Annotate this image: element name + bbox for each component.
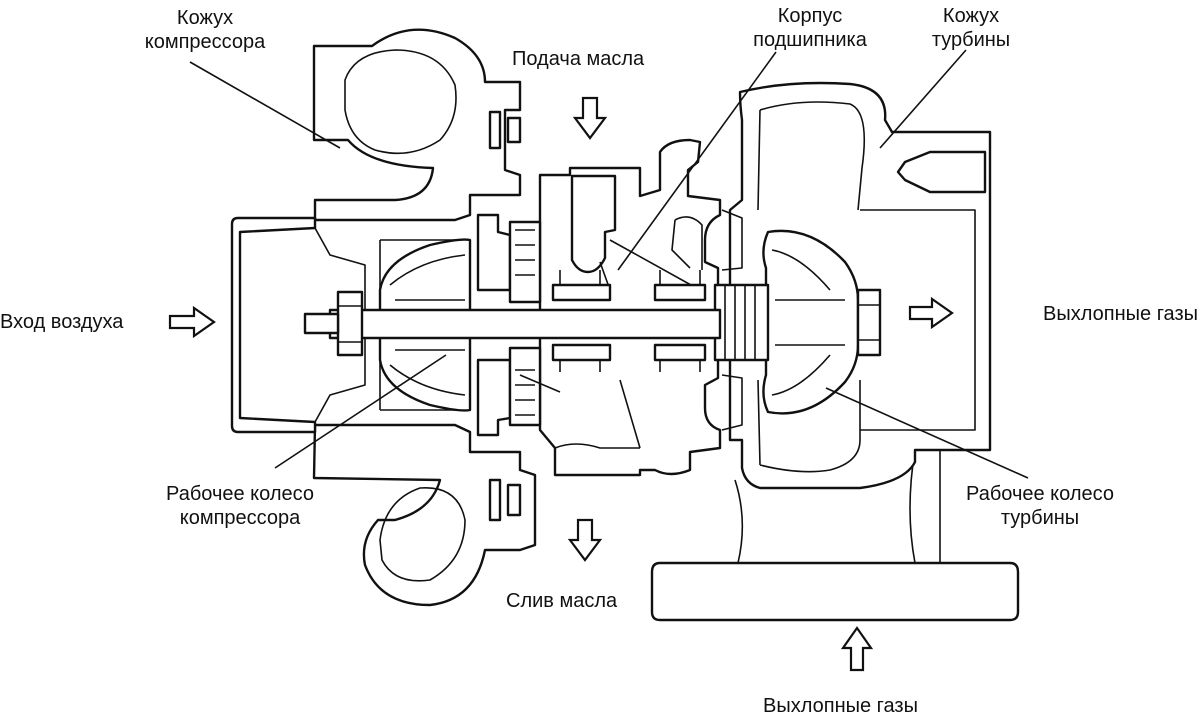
label-oil-drain: Слив масла — [506, 590, 618, 612]
leader-turbine-wheel — [825, 387, 1029, 479]
leader-compressor-housing — [189, 61, 341, 149]
shaft-tip — [303, 312, 340, 335]
label-compressor-housing-line1: Кожух — [176, 7, 234, 29]
leader-turbine-housing — [879, 49, 967, 149]
turbine-outlet-wall — [860, 209, 976, 431]
shaft — [328, 308, 722, 340]
leader-bearing-housing — [617, 51, 777, 271]
bearing-cavity — [671, 216, 703, 270]
turbine-nut — [856, 288, 882, 357]
label-compressor-wheel: Рабочее колесо компрессора — [130, 482, 350, 530]
journal-bearing-left — [551, 283, 612, 362]
thrust-collar — [508, 220, 542, 427]
label-compressor-wheel-line1: Рабочее колесо — [166, 483, 314, 505]
compressor-flange-bottom — [488, 478, 522, 522]
journal-bearing-right — [653, 283, 707, 362]
label-compressor-wheel-line2: компрессора — [179, 507, 301, 529]
compressor-wheel-blades — [389, 254, 466, 396]
exhaust-out-arrow — [908, 296, 954, 330]
compressor-volute-bottom — [379, 487, 466, 582]
label-oil-supply: Подача масла — [512, 48, 645, 70]
heat-shield — [721, 209, 743, 431]
turbine-volute — [757, 101, 866, 473]
label-compressor-housing: Кожух компрессора — [110, 6, 300, 54]
turbine-wheel-blades — [771, 249, 845, 396]
bearing-housing — [538, 138, 722, 477]
air-inlet-arrow — [168, 305, 216, 339]
bearing-brackets — [559, 270, 701, 372]
exhaust-inlet-flange — [650, 561, 1020, 622]
compressor-nut — [336, 290, 364, 357]
label-turbine-housing-line2: турбины — [931, 29, 1011, 51]
compressor-flange-top — [488, 110, 522, 150]
label-compressor-housing-line2: компрессора — [144, 31, 266, 53]
label-bearing-housing: Корпус подшипника — [720, 4, 900, 52]
compressor-housing-bottom — [312, 423, 537, 607]
label-exhaust-in: Выхлопные газы — [763, 695, 918, 717]
label-exhaust-out: Выхлопные газы — [1043, 303, 1198, 325]
compressor-inlet — [230, 216, 317, 434]
label-turbine-wheel-line1: Рабочее колесо — [966, 483, 1114, 505]
label-bearing-housing-line1: Корпус — [777, 5, 843, 27]
turbine-seal — [713, 283, 770, 362]
label-turbine-wheel-line2: турбины — [1000, 507, 1080, 529]
label-turbine-wheel: Рабочее колесо турбины — [935, 482, 1145, 530]
compressor-housing-top — [312, 28, 522, 222]
turbine-seal-rings — [724, 285, 756, 360]
label-turbine-housing: Кожух турбины — [906, 4, 1036, 52]
label-turbine-housing-line1: Кожух — [942, 5, 1000, 27]
exhaust-in-arrow — [840, 626, 874, 672]
outlet-boss — [896, 150, 987, 194]
compressor-nut-lines — [338, 305, 362, 343]
oil-drain-channel — [554, 379, 641, 449]
label-bearing-housing-line2: подшипника — [753, 29, 867, 51]
oil-supply-arrow — [572, 96, 608, 140]
turbine-wheel — [762, 229, 860, 415]
compressor-volute-top — [344, 49, 457, 155]
label-air-inlet: Вход воздуха — [0, 311, 124, 333]
thrust-bearing-lines — [515, 229, 561, 416]
oil-inlet-fitting — [570, 174, 617, 274]
turbine-nut-lines — [858, 304, 880, 341]
leader-compressor-wheel — [274, 354, 447, 469]
oil-drain-arrow — [567, 518, 603, 562]
